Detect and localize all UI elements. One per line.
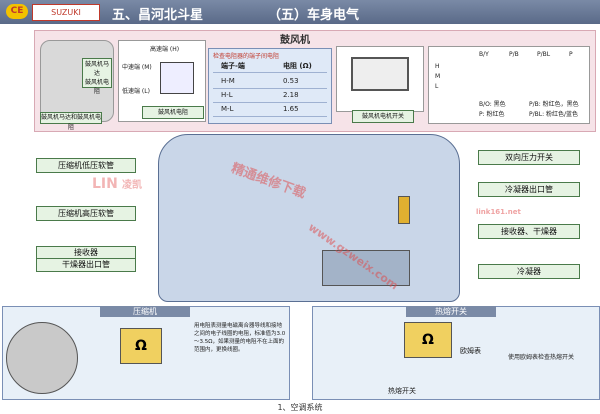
watermark-text: link161.net bbox=[476, 208, 521, 216]
condenser-drawing bbox=[322, 250, 410, 286]
table-header-note: 检查电阻器的端子间电阻 bbox=[213, 53, 280, 60]
switch-terminal: B/Y bbox=[479, 51, 489, 58]
resistor-label-high: 高速端 (H) bbox=[150, 46, 180, 53]
thermal-panel bbox=[312, 306, 600, 400]
page-header: CE SUZUKI 五、昌河北斗星 （五）车身电气 bbox=[0, 0, 600, 24]
callout-drier-outlet: 干燥器出口管 bbox=[36, 258, 136, 272]
legend-item: P/BL: 粉红色/蓝色 bbox=[529, 111, 579, 118]
blower-motor-callout: 鼓风机马达 鼓风机电阻 bbox=[82, 58, 112, 95]
watermark-text: LIN bbox=[92, 176, 118, 192]
thermal-title: 热熔开关 bbox=[406, 306, 496, 317]
section-title: 五、昌河北斗星 bbox=[112, 8, 204, 23]
table-row: M-L 1.65 bbox=[213, 105, 327, 117]
switch-table: B/Y P/B P/BL P H M L B/O: 黑色 P: 粉红色 P/B:… bbox=[428, 46, 590, 124]
switch-connector-drawing bbox=[336, 46, 424, 112]
resistor-body bbox=[160, 62, 194, 94]
subsection-title: （五）车身电气 bbox=[268, 8, 360, 23]
resistance-table: 检查电阻器的端子间电阻 端子-端 电阻 (Ω) H-M 0.53 H-L 2.1… bbox=[208, 48, 332, 124]
switch-terminal: P/BL bbox=[537, 51, 551, 58]
resistor-label-low: 低速端 (L) bbox=[122, 88, 150, 95]
ohmmeter-label: 欧姆表 bbox=[460, 347, 481, 355]
callout-dual-pressure-switch: 双向压力开关 bbox=[478, 150, 580, 165]
switch-row-label: H bbox=[435, 63, 440, 70]
watermark-text: 凌凯 bbox=[122, 180, 142, 191]
thermal-switch-label: 热熔开关 bbox=[388, 387, 416, 395]
callout-receiver-drier: 接收器、干燥器 bbox=[478, 224, 580, 239]
compressor-title: 压缩机 bbox=[100, 306, 190, 317]
resistor-callout: 鼓风机电阻 bbox=[142, 106, 204, 119]
car-engine-bay-drawing bbox=[158, 134, 460, 302]
compressor-note: 用电阻表测量电磁离合器导线和接地之间的电子线圈的电阻，标准值为3.0～3.5Ω，… bbox=[194, 323, 286, 353]
switch-terminal: P/B bbox=[509, 51, 519, 58]
suzuki-logo: SUZUKI bbox=[32, 4, 100, 21]
switch-row-label: L bbox=[435, 83, 439, 90]
table-row: H-M 0.53 bbox=[213, 77, 327, 89]
callout-compressor-low-hose: 压缩机低压软管 bbox=[36, 158, 136, 173]
switch-terminal: P bbox=[569, 51, 573, 58]
brand-logo-icon: CE bbox=[6, 4, 28, 19]
ohmmeter-drawing: Ω bbox=[120, 328, 162, 364]
switch-row-label: M bbox=[435, 73, 441, 80]
legend-item: B/O: 黑色 bbox=[479, 101, 506, 108]
legend-item: P/B: 粉红色，黑色 bbox=[529, 101, 579, 108]
callout-condenser: 冷凝器 bbox=[478, 264, 580, 279]
legend-item: P: 粉红色 bbox=[479, 111, 505, 118]
table-row: H-L 2.18 bbox=[213, 91, 327, 103]
callout-compressor-high-hose: 压缩机高压软管 bbox=[36, 206, 136, 221]
receiver-drier-drawing bbox=[398, 196, 410, 224]
switch-callout: 鼓风机电机开关 bbox=[352, 110, 414, 123]
ohmmeter-drawing: Ω bbox=[404, 322, 452, 358]
blower-title: 鼓风机 bbox=[280, 35, 310, 46]
table-head-row: 端子-端 电阻 (Ω) bbox=[213, 61, 327, 73]
figure-caption: 1、空调系统 bbox=[277, 403, 323, 412]
blower-left-callout: 鼓风机马达和鼓风机电阻 bbox=[40, 112, 102, 131]
resistor-label-mid: 中速端 (M) bbox=[122, 64, 152, 71]
compressor-drawing bbox=[6, 322, 78, 394]
thermal-note: 使用欧姆表检查热熔开关 bbox=[508, 354, 575, 361]
callout-condenser-outlet: 冷凝器出口管 bbox=[478, 182, 580, 197]
connector-body bbox=[351, 57, 409, 91]
